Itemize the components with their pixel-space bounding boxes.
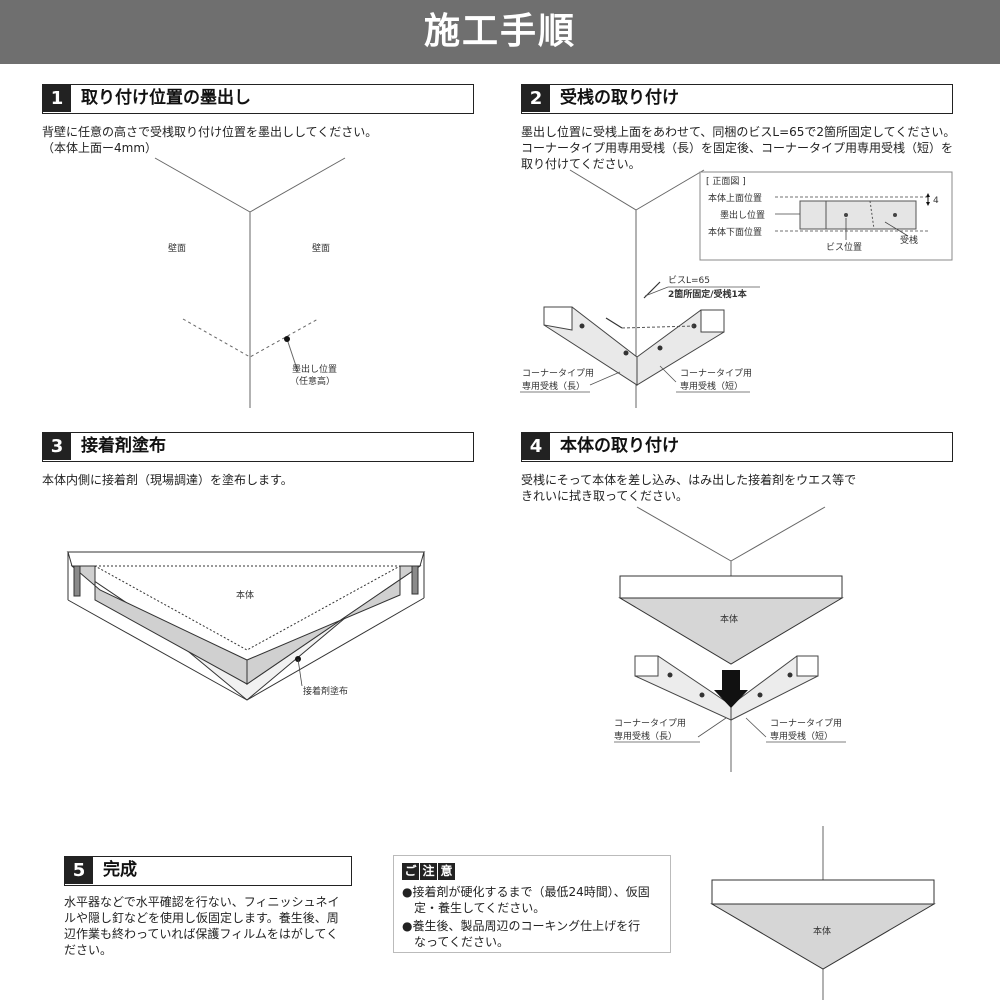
front-view-label: [ 正面図 ] bbox=[706, 176, 746, 187]
body-label: 本体 bbox=[236, 589, 254, 601]
caution-item: ●養生後、製品周辺のコーキング仕上げを行 なってください。 bbox=[402, 919, 641, 949]
step1-diagram: 壁面 壁面 墨出し位置 （任意高） bbox=[154, 157, 346, 408]
mark-label: 墨出し位置 bbox=[720, 209, 765, 221]
page-banner: 施工手順 bbox=[0, 0, 1000, 64]
step4-number: 4 bbox=[522, 433, 550, 460]
step5-header: 5 完成 bbox=[64, 856, 352, 886]
step5-title: 完成 bbox=[103, 860, 137, 880]
step2-header: 2 受桟の取り付け bbox=[521, 84, 953, 114]
step2-number: 2 bbox=[522, 85, 550, 112]
glue-label: 接着剤塗布 bbox=[303, 685, 348, 697]
step3-diagram: 本体 接着剤塗布 bbox=[66, 551, 426, 701]
body-label: 本体 bbox=[720, 613, 738, 625]
long-rail-label-1: コーナータイプ用 bbox=[614, 718, 686, 729]
screw-position-label: ビス位置 bbox=[826, 241, 862, 253]
step3-number: 3 bbox=[43, 433, 71, 460]
caution-item: ●接着剤が硬化するまで（最低24時間）、仮固 定・養生してください。 bbox=[402, 885, 650, 915]
step1-description: 背壁に任意の高さで受桟取り付け位置を墨出ししてください。 （本体上面ー4mm） bbox=[42, 125, 378, 155]
mark-position-label: 墨出し位置 bbox=[292, 363, 337, 375]
step2-description: 墨出し位置に受桟上面をあわせて、同梱のビスL=65で2箇所固定してください。 コ… bbox=[521, 125, 956, 171]
step2-title: 受桟の取り付け bbox=[560, 88, 679, 108]
body-label: 本体 bbox=[813, 925, 831, 937]
wall-right-label: 壁面 bbox=[312, 242, 330, 254]
step5-diagram: 本体 bbox=[710, 826, 936, 1000]
step1-number: 1 bbox=[43, 85, 71, 112]
dimension-label: 4 bbox=[933, 196, 939, 206]
step5-description: 水平器などで水平確認を行ない、フィニッシュネイ ルや隠し釘などを使用し仮固定しま… bbox=[64, 895, 340, 957]
wall-left-label: 壁面 bbox=[168, 242, 186, 254]
step4-header: 4 本体の取り付け bbox=[521, 432, 953, 462]
caution-box: ご 注 意 ●接着剤が硬化するまで（最低24時間）、仮固 定・養生してください。… bbox=[393, 855, 671, 953]
step4-title: 本体の取り付け bbox=[560, 436, 679, 456]
step1-header: 1 取り付け位置の墨出し bbox=[42, 84, 474, 114]
step1-title: 取り付け位置の墨出し bbox=[81, 88, 251, 108]
step4-diagram: 本体 コーナータイプ用 専用受桟（長） コーナータイプ用 専用受桟（短） bbox=[614, 506, 846, 772]
step3-description: 本体内側に接着剤（現場調達）を塗布します。 bbox=[42, 473, 293, 487]
short-rail-label-1: コーナータイプ用 bbox=[770, 718, 842, 729]
mark-height-label: （任意高） bbox=[290, 375, 335, 387]
top-position-label: 本体上面位置 bbox=[708, 192, 762, 204]
long-rail-label-1: コーナータイプ用 bbox=[522, 368, 594, 379]
long-rail-label-2: 専用受桟（長） bbox=[522, 380, 585, 392]
step3-header: 3 接着剤塗布 bbox=[42, 432, 474, 462]
arrow-down-icon bbox=[714, 670, 748, 708]
step5-number: 5 bbox=[65, 857, 93, 884]
step2-diagram: [ 正面図 ] 本体上面位置 墨出し位置 本体下面位置 4 ビス位置 受桟 ビス… bbox=[520, 169, 953, 408]
short-rail-label-1: コーナータイプ用 bbox=[680, 368, 752, 379]
bottom-position-label: 本体下面位置 bbox=[708, 226, 762, 238]
short-rail-label-2: 専用受桟（短） bbox=[770, 730, 833, 742]
screw-spec-label: ビスL=65 bbox=[668, 275, 710, 286]
short-rail-label-2: 専用受桟（短） bbox=[680, 380, 743, 392]
rail-label: 受桟 bbox=[900, 234, 918, 246]
step4-description: 受桟にそって本体を差し込み、はみ出した接着剤をウエス等で きれいに拭き取ってくだ… bbox=[521, 473, 857, 503]
step3-title: 接着剤塗布 bbox=[81, 436, 166, 456]
long-rail-label-2: 専用受桟（長） bbox=[614, 730, 677, 742]
caution-badge: ご 注 意 bbox=[402, 863, 456, 880]
screw-fix-label: 2箇所固定/受桟1本 bbox=[668, 288, 748, 300]
